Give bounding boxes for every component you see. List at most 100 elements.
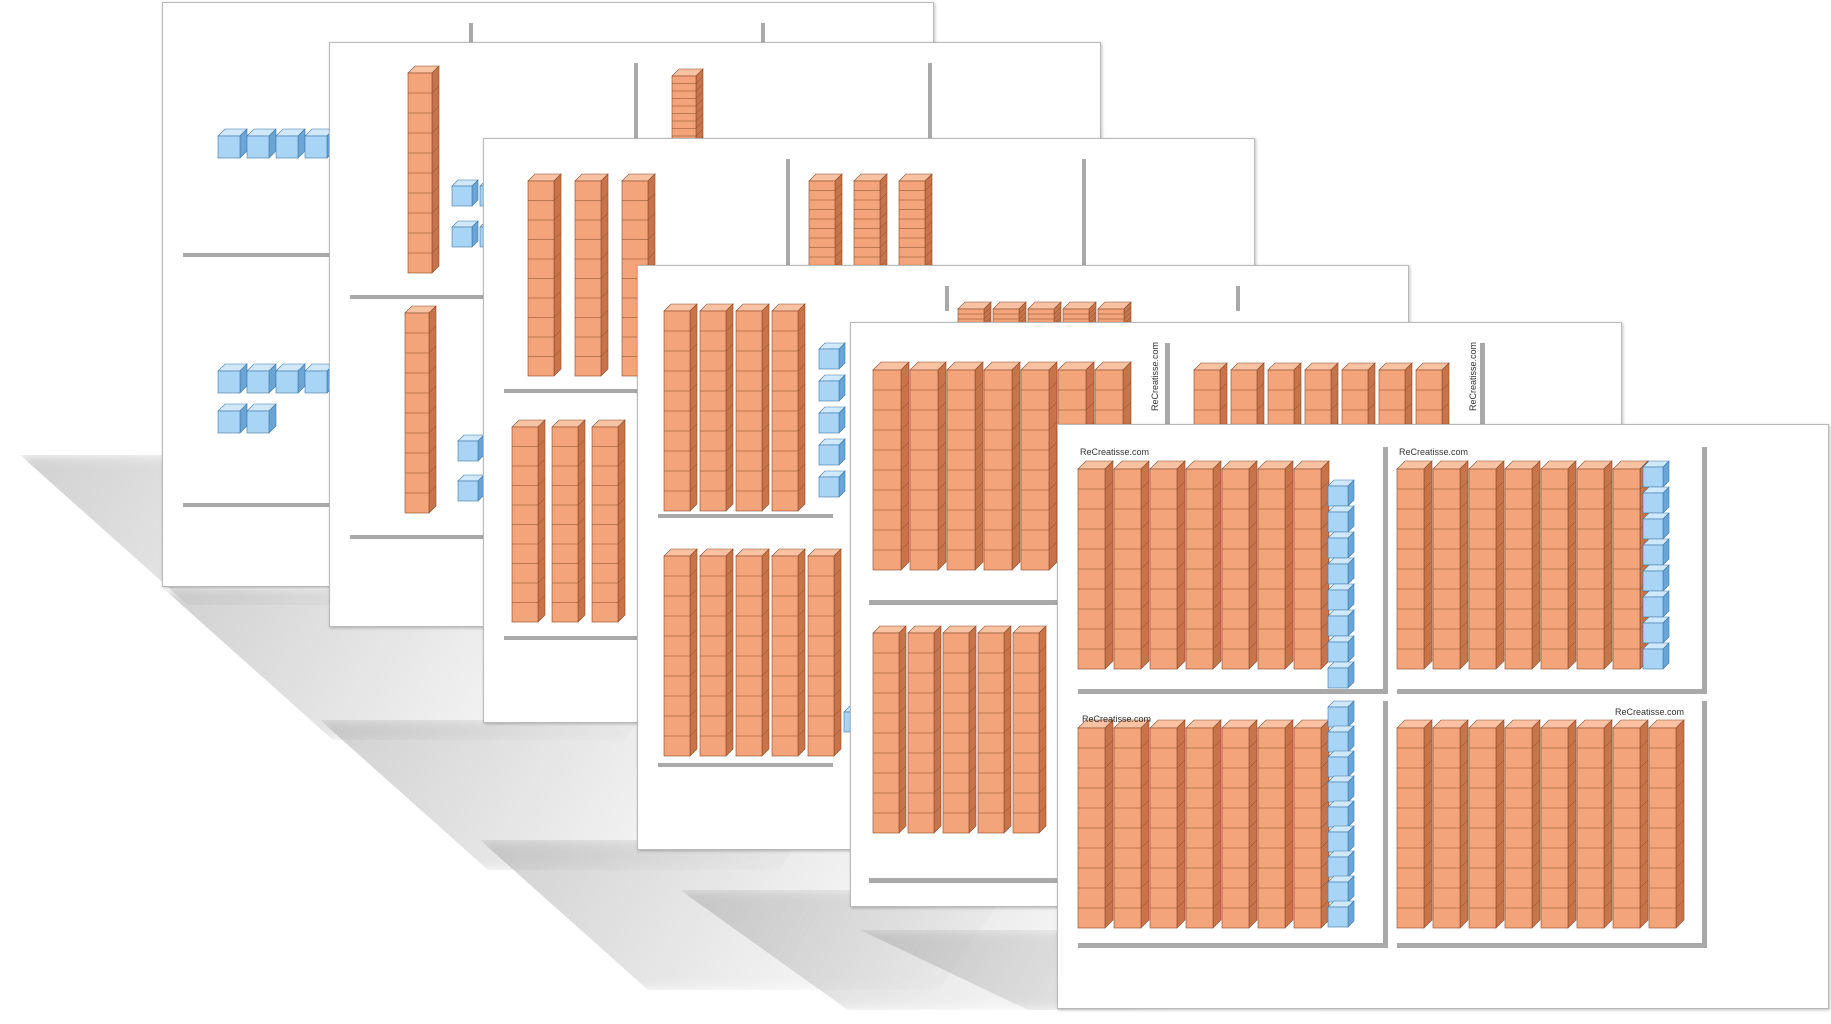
blue-unit-cube-icon: [451, 179, 479, 207]
orange-ten-rod-icon: [1540, 460, 1577, 670]
orange-ten-rod-icon: [591, 419, 626, 623]
orange-ten-rod-icon: [1576, 460, 1613, 670]
orange-ten-rod-icon: [977, 625, 1012, 834]
orange-ten-rod-icon: [808, 173, 843, 277]
orange-ten-rod-icon: [946, 361, 984, 571]
card-frame: [1078, 701, 1388, 948]
divider-line: [1082, 159, 1086, 269]
blue-unit-cube-icon: [1327, 825, 1355, 853]
blue-unit-cube-icon: [1327, 725, 1355, 753]
orange-ten-rod-icon: [1648, 719, 1685, 929]
orange-ten-rod-icon: [663, 548, 698, 757]
orange-ten-rod-icon: [771, 303, 806, 512]
orange-ten-rod-icon: [1396, 460, 1433, 670]
divider-line: [658, 763, 833, 767]
orange-ten-rod-icon: [699, 303, 734, 512]
blue-unit-cube-icon: [1327, 850, 1355, 878]
orange-ten-rod-icon: [1020, 361, 1058, 571]
blue-unit-cube-icon: [1327, 609, 1355, 637]
blue-unit-cube-icon: [457, 474, 485, 502]
blue-unit-cube-icon: [818, 406, 846, 434]
orange-ten-rod-icon: [1113, 460, 1150, 670]
orange-ten-rod-icon: [1077, 719, 1114, 929]
orange-ten-rod-icon: [1293, 719, 1330, 929]
orange-ten-rod-icon: [1468, 719, 1505, 929]
watermark-label: ReCreatisse.com: [1399, 447, 1469, 457]
orange-ten-rod-icon: [511, 419, 546, 623]
orange-ten-rod-icon: [1576, 719, 1613, 929]
orange-ten-rod-icon: [983, 361, 1021, 571]
divider-line: [350, 535, 490, 539]
orange-ten-rod-icon: [1504, 719, 1541, 929]
orange-ten-rod-icon: [1185, 719, 1222, 929]
card-frame: [1078, 447, 1388, 694]
orange-ten-rod-icon: [551, 419, 586, 623]
blue-unit-cube-icon: [1327, 583, 1355, 611]
orange-ten-rod-icon: [404, 305, 437, 514]
blue-unit-cube-icon: [457, 434, 485, 462]
divider-line: [658, 514, 833, 518]
blue-unit-cube-icon: [217, 363, 248, 394]
blue-unit-cube-icon: [1327, 661, 1355, 689]
orange-ten-rod-icon: [807, 548, 842, 757]
orange-ten-rod-icon: [1221, 719, 1258, 929]
blue-unit-cube-icon: [1327, 775, 1355, 803]
orange-ten-rod-icon: [1612, 719, 1649, 929]
watermark-label: ReCreatisse.com: [1468, 341, 1478, 411]
blue-unit-cube-icon: [246, 403, 277, 434]
blue-unit-cube-icon: [1327, 557, 1355, 585]
blue-unit-cube-icon: [1327, 875, 1355, 903]
blue-unit-cube-icon: [1642, 460, 1670, 488]
orange-ten-rod-icon: [942, 625, 977, 834]
orange-ten-rod-icon: [1432, 719, 1469, 929]
orange-ten-rod-icon: [1540, 719, 1577, 929]
blue-unit-cube-icon: [275, 363, 306, 394]
blue-unit-cube-icon: [818, 438, 846, 466]
orange-ten-rod-icon: [735, 548, 770, 757]
blue-unit-cube-icon: [1327, 700, 1355, 728]
orange-ten-rod-icon: [1504, 460, 1541, 670]
orange-ten-rod-icon: [1432, 460, 1469, 670]
blue-unit-cube-icon: [1642, 486, 1670, 514]
watermark-label: ReCreatisse.com: [1150, 341, 1160, 411]
orange-ten-rod-icon: [1113, 719, 1150, 929]
orange-ten-rod-icon: [1149, 719, 1186, 929]
orange-ten-rod-icon: [1257, 460, 1294, 670]
blue-unit-cube-icon: [1642, 590, 1670, 618]
orange-ten-rod-icon: [1257, 719, 1294, 929]
orange-ten-rod-icon: [872, 625, 907, 834]
card-frame: [1397, 701, 1707, 948]
blue-unit-cube-icon: [246, 128, 277, 159]
blue-unit-cube-icon: [1642, 512, 1670, 540]
blue-unit-cube-icon: [1327, 635, 1355, 663]
orange-ten-rod-icon: [1012, 625, 1047, 834]
card-frame: [1397, 447, 1707, 694]
orange-ten-rod-icon: [663, 303, 698, 512]
orange-ten-rod-icon: [527, 173, 562, 377]
orange-ten-rod-icon: [699, 548, 734, 757]
watermark-label: ReCreatisse.com: [1615, 707, 1685, 717]
orange-ten-rod-icon: [1468, 460, 1505, 670]
orange-ten-rod-icon: [907, 625, 942, 834]
blue-unit-cube-icon: [818, 374, 846, 402]
divider-line: [928, 63, 932, 153]
orange-ten-rod-icon: [1149, 460, 1186, 670]
orange-ten-rod-icon: [853, 173, 888, 277]
blue-unit-cube-icon: [1642, 642, 1670, 670]
blue-unit-cube-icon: [1327, 900, 1355, 928]
blue-unit-cube-icon: [1642, 616, 1670, 644]
divider-line: [504, 389, 654, 393]
blue-unit-cube-icon: [217, 128, 248, 159]
orange-ten-rod-icon: [1293, 460, 1330, 670]
divider-line: [350, 295, 490, 299]
blue-unit-cube-icon: [818, 342, 846, 370]
orange-ten-rod-icon: [735, 303, 770, 512]
orange-ten-rod-icon: [1221, 460, 1258, 670]
blue-unit-cube-icon: [818, 470, 846, 498]
blue-unit-cube-icon: [275, 128, 306, 159]
orange-ten-rod-icon: [407, 65, 440, 274]
blue-unit-cube-icon: [1327, 750, 1355, 778]
orange-ten-rod-icon: [898, 173, 933, 277]
